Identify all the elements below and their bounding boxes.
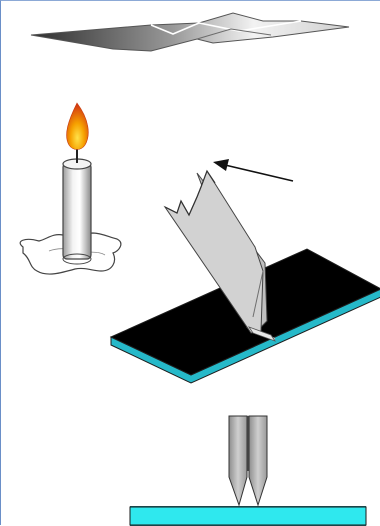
candle-body [62, 162, 92, 260]
fold-contact-strip [247, 326, 277, 342]
top-sheet-body [30, 12, 350, 52]
arrow-icon [213, 159, 294, 182]
top-sheet-fold [150, 20, 302, 35]
top-sheet [30, 12, 350, 52]
fold-jagged-edge [164, 169, 216, 217]
top-sheet-fold-2 [196, 28, 272, 40]
plate [129, 506, 367, 526]
folded-sheet-on-base [109, 169, 380, 384]
probe-left [228, 415, 248, 507]
twin-probes-on-plate [129, 415, 367, 526]
arrow-shaft [224, 164, 294, 182]
candle-flame [66, 102, 89, 150]
candle-icon [19, 102, 122, 275]
fold-crease [252, 270, 264, 318]
arrow-head [213, 159, 229, 171]
candle-bottom-rim [62, 253, 92, 265]
probe-right [248, 415, 268, 507]
